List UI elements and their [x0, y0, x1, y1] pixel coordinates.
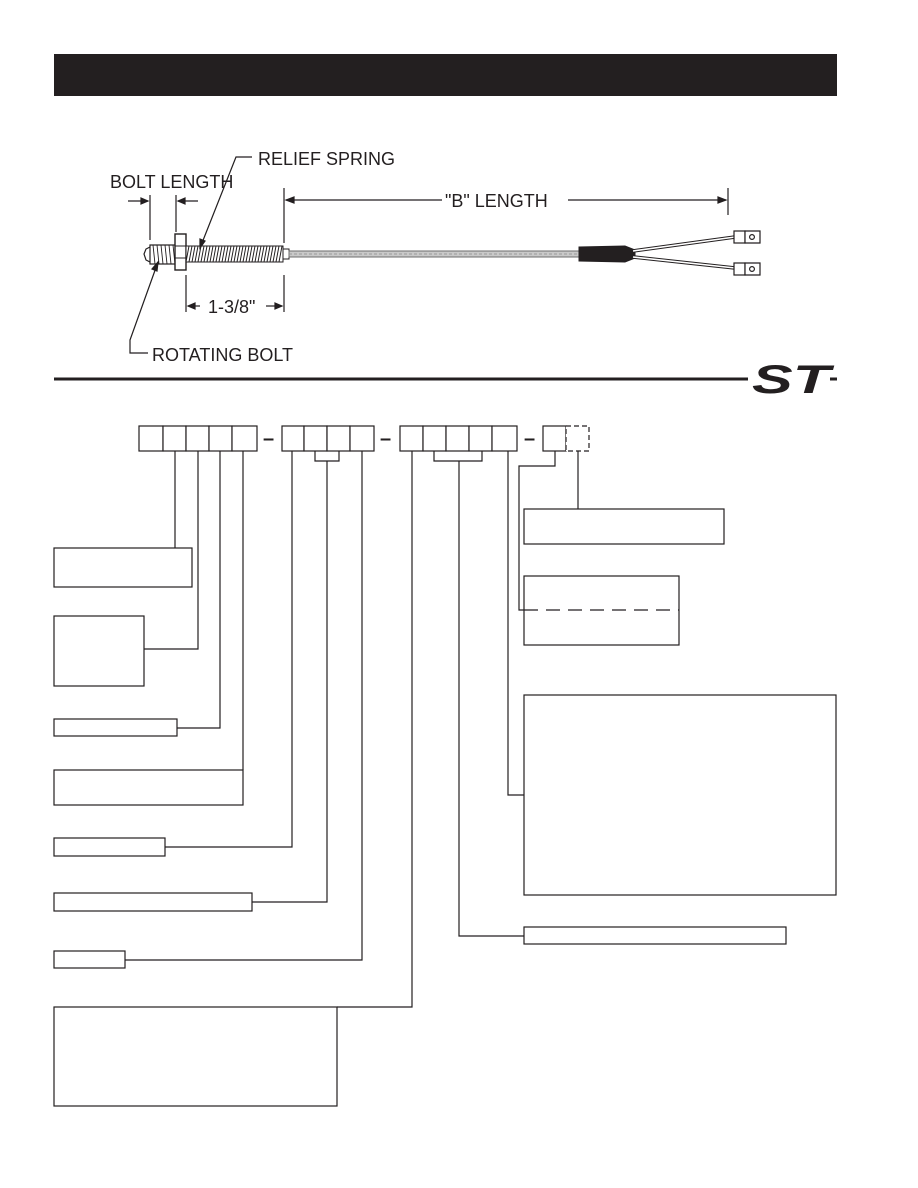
spade-terminal-top: [733, 230, 761, 244]
label-relief-spring: RELIEF SPRING: [258, 149, 395, 169]
code-group-3: [399, 425, 518, 452]
desc-box-12: [523, 926, 787, 945]
label-dim-1-3-8: 1-3/8": [208, 297, 255, 317]
label-bolt-length: BOLT LENGTH: [110, 172, 233, 192]
separator-3: –: [524, 428, 535, 450]
transition-boot: [578, 245, 636, 263]
code-group-1: [138, 425, 258, 452]
description-boxes: [53, 508, 837, 1107]
desc-box-9: [523, 508, 725, 545]
part-number-code: [138, 425, 590, 452]
dimension-lines: [128, 156, 729, 354]
desc-box-2: [53, 615, 145, 687]
desc-box-11: [523, 694, 837, 896]
desc-box-1: [53, 547, 193, 588]
header-bar: [54, 54, 837, 96]
spade-terminal-bottom: [733, 262, 761, 276]
code-separators: – – –: [263, 428, 535, 450]
desc-box-7: [53, 950, 126, 969]
connector-lines: [125, 451, 579, 1008]
sensor-drawing: [143, 230, 761, 276]
desc-box-6: [53, 892, 253, 912]
desc-box-4: [53, 769, 244, 806]
separator-1: –: [263, 428, 274, 450]
hex-nut: [174, 233, 187, 271]
code-group-2: [281, 425, 375, 452]
code-group-4: [542, 425, 590, 452]
label-rotating-bolt: ROTATING BOLT: [152, 345, 293, 365]
st-logo-text: ST: [752, 358, 835, 402]
desc-box-5: [53, 837, 166, 857]
spring-coils: [185, 245, 283, 263]
label-b-length: "B" LENGTH: [445, 191, 548, 211]
sheath-collar: [282, 248, 290, 260]
st-logo: ST: [752, 348, 835, 402]
desc-box-8: [53, 1006, 338, 1107]
desc-box-3: [53, 718, 178, 737]
separator-2: –: [380, 428, 391, 450]
bolt-threads: [152, 244, 176, 265]
